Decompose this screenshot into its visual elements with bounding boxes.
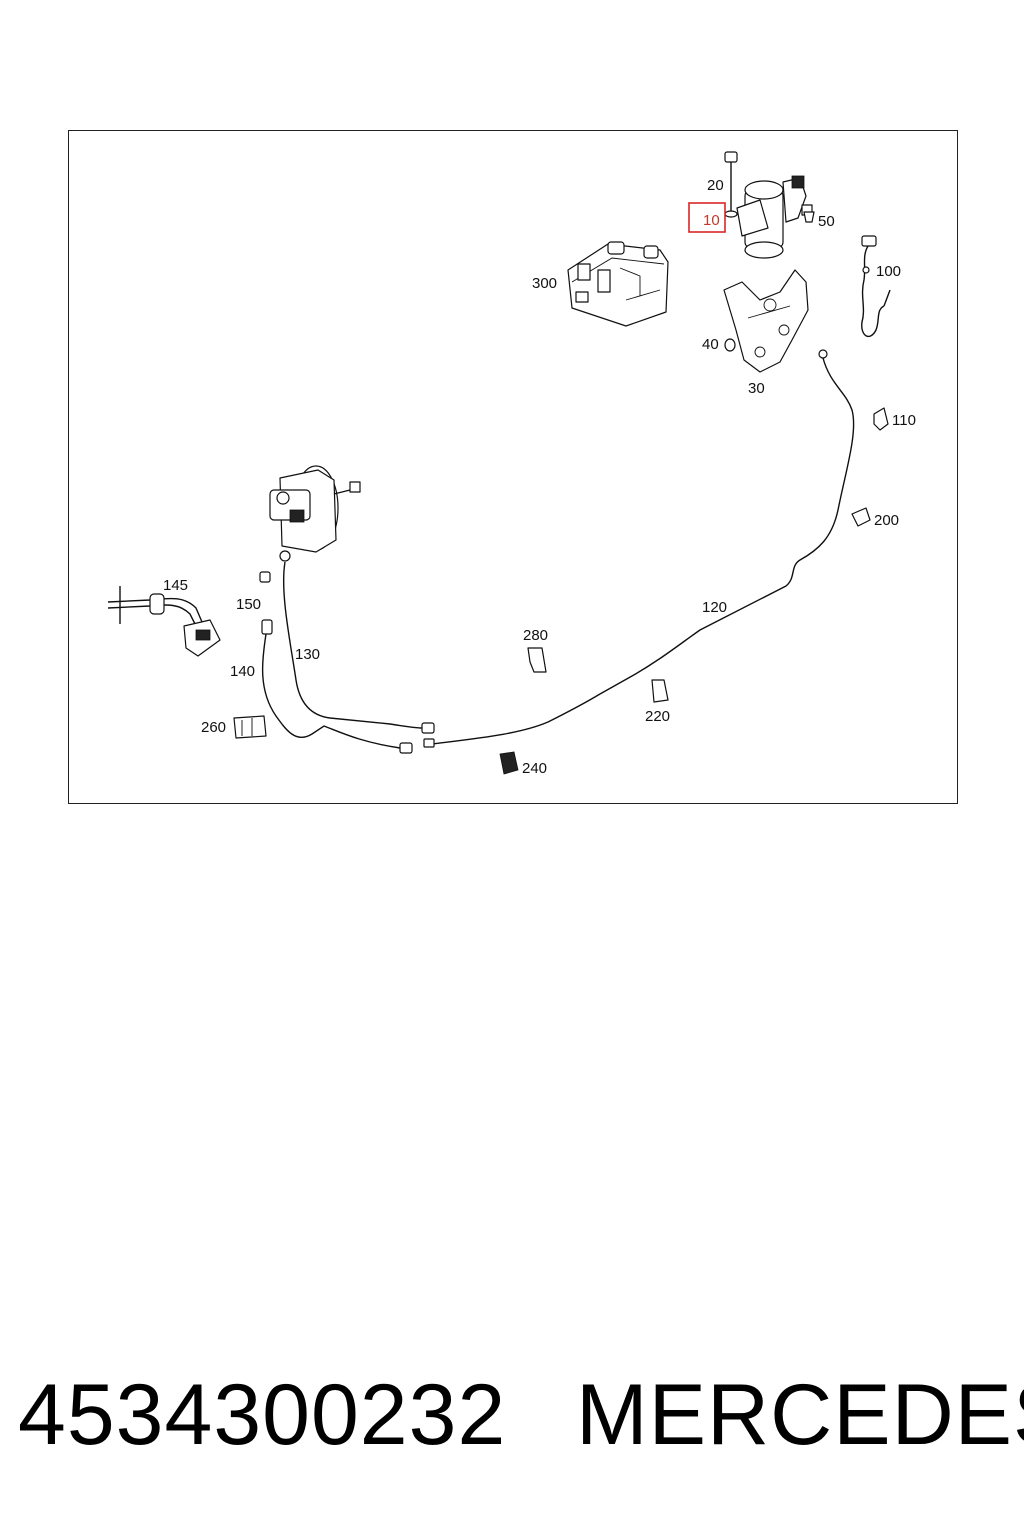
callout-240[interactable]: 240: [522, 760, 547, 777]
callout-100[interactable]: 100: [876, 263, 901, 280]
callout-280[interactable]: 280: [523, 627, 548, 644]
callout-40[interactable]: 40: [702, 336, 719, 353]
clip-50-part[interactable]: [803, 211, 815, 223]
control-unit-part[interactable]: [567, 241, 669, 327]
clip-260-part[interactable]: [233, 715, 267, 739]
callout-120[interactable]: 120: [702, 599, 727, 616]
sensor-part[interactable]: [861, 235, 891, 338]
callout-50[interactable]: 50: [818, 213, 835, 230]
callout-10[interactable]: 10: [703, 212, 720, 229]
diagram-frame: [68, 130, 958, 804]
callout-150[interactable]: 150: [236, 596, 261, 613]
callout-300[interactable]: 300: [532, 275, 557, 292]
clip-220-part[interactable]: [651, 679, 669, 703]
callout-labels: 10 20 50 100 300 40 30 110 200 145 150 1…: [163, 177, 916, 777]
callout-30[interactable]: 30: [748, 380, 765, 397]
callout-130[interactable]: 130: [295, 646, 320, 663]
vacuum-line-120[interactable]: [423, 349, 855, 748]
vacuum-line-130[interactable]: [279, 550, 435, 734]
brand-name: MERCEDES: [576, 1367, 1024, 1463]
clip-200-part[interactable]: [851, 507, 871, 527]
callout-140[interactable]: 140: [230, 663, 255, 680]
vacuum-line-140[interactable]: [259, 571, 413, 754]
brake-booster-part[interactable]: [269, 465, 361, 553]
clip-280-part[interactable]: [527, 647, 547, 673]
part-number: 4534300232: [18, 1367, 507, 1463]
hose-145-part[interactable]: [107, 586, 221, 657]
callout-145[interactable]: 145: [163, 577, 188, 594]
bracket-part[interactable]: [723, 269, 809, 373]
callout-110[interactable]: 110: [892, 412, 916, 429]
clip-240-part[interactable]: [499, 751, 519, 775]
callout-200[interactable]: 200: [874, 512, 899, 529]
vacuum-pump-part[interactable]: [724, 151, 813, 259]
clip-110-part[interactable]: [873, 407, 889, 431]
callout-220[interactable]: 220: [645, 708, 670, 725]
callout-20[interactable]: 20: [707, 177, 724, 194]
highlight-box-10: [688, 202, 726, 233]
callout-260[interactable]: 260: [201, 719, 226, 736]
